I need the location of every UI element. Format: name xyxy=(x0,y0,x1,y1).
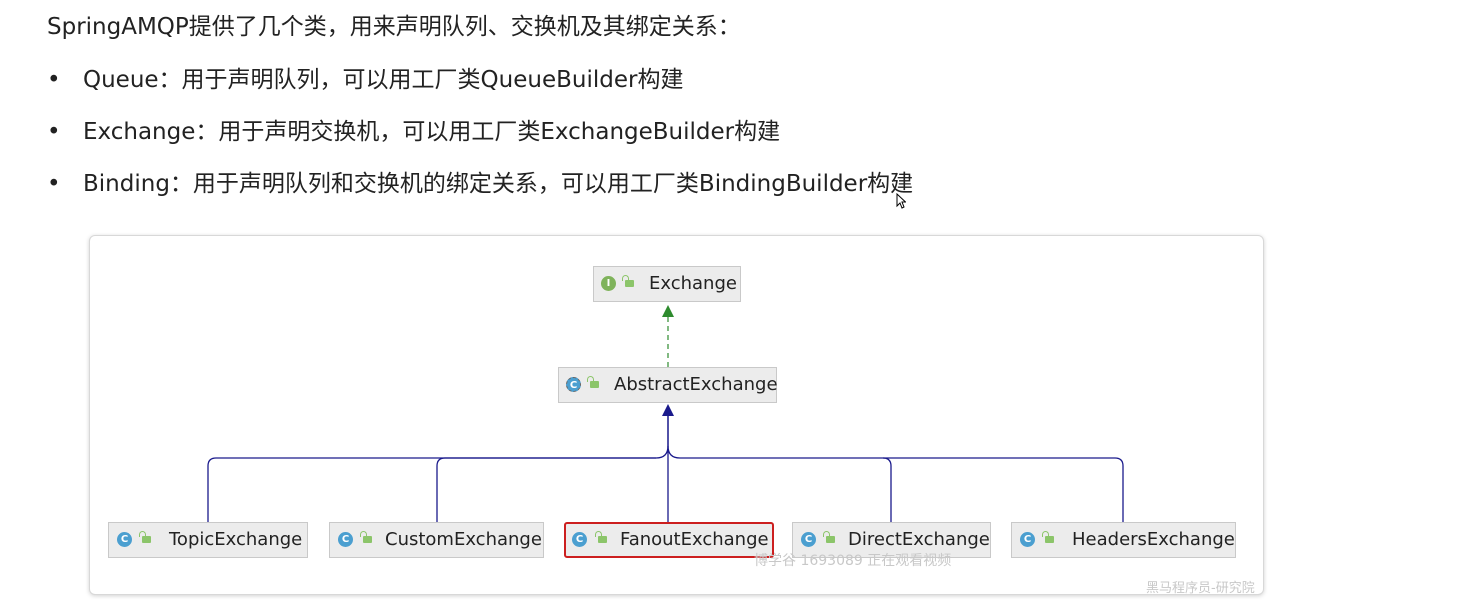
mouse-cursor-icon xyxy=(896,193,906,209)
class-diagram-panel: I Exchange C AbstractExchange C TopicExc… xyxy=(89,235,1264,596)
edge-direct xyxy=(667,445,892,522)
lock-icon xyxy=(139,531,151,543)
arrowhead-implements xyxy=(662,305,674,317)
lock-icon xyxy=(1042,531,1054,543)
bullet-text: Exchange：用于声明交换机，可以用工厂类ExchangeBuilder构建 xyxy=(83,119,781,145)
interface-icon: I xyxy=(601,276,616,291)
node-label: TopicExchange xyxy=(169,529,303,550)
abstract-class-icon: C xyxy=(566,377,581,392)
edge-extends-group xyxy=(207,414,1124,522)
edge-topic xyxy=(207,414,669,522)
node-label: HeadersExchange xyxy=(1072,529,1235,550)
lock-icon xyxy=(595,531,607,543)
node-direct-exchange[interactable]: C DirectExchange xyxy=(792,522,991,558)
node-label: CustomExchange xyxy=(385,529,542,550)
lock-icon xyxy=(360,531,372,543)
arrowhead-extends xyxy=(662,404,674,416)
class-icon: C xyxy=(338,532,353,547)
lock-icon xyxy=(622,275,634,287)
node-topic-exchange[interactable]: C TopicExchange xyxy=(108,522,308,558)
lock-icon xyxy=(823,531,835,543)
node-headers-exchange[interactable]: C HeadersExchange xyxy=(1011,522,1236,558)
diagram-edges xyxy=(207,305,1124,522)
node-label: DirectExchange xyxy=(848,529,990,550)
viewer-watermark: 博学谷 1693089 正在观看视频 xyxy=(754,553,952,569)
bullet-marker: • xyxy=(47,67,61,93)
class-icon: C xyxy=(117,532,132,547)
class-icon: C xyxy=(572,532,587,547)
lock-icon xyxy=(587,376,599,388)
brand-watermark: 黑马程序员-研究院 xyxy=(1146,581,1255,596)
class-icon: C xyxy=(1020,532,1035,547)
class-icon: C xyxy=(801,532,816,547)
node-fanout-exchange[interactable]: C FanoutExchange xyxy=(564,522,774,558)
node-label: FanoutExchange xyxy=(620,529,769,550)
edge-headers xyxy=(883,457,1124,522)
bullet-text: Queue：用于声明队列，可以用工厂类QueueBuilder构建 xyxy=(83,67,684,93)
node-exchange[interactable]: I Exchange xyxy=(593,266,741,302)
node-custom-exchange[interactable]: C CustomExchange xyxy=(329,522,544,558)
bullet-text: Binding：用于声明队列和交换机的绑定关系，可以用工厂类BindingBui… xyxy=(83,171,914,197)
bullet-marker: • xyxy=(47,171,61,197)
bullet-marker: • xyxy=(47,119,61,145)
edge-custom xyxy=(436,457,656,522)
node-label: Exchange xyxy=(649,273,737,294)
node-label: AbstractExchange xyxy=(614,374,778,395)
node-abstract-exchange[interactable]: C AbstractExchange xyxy=(558,367,778,403)
intro-text: SpringAMQP提供了几个类，用来声明队列、交换机及其绑定关系： xyxy=(47,14,741,40)
